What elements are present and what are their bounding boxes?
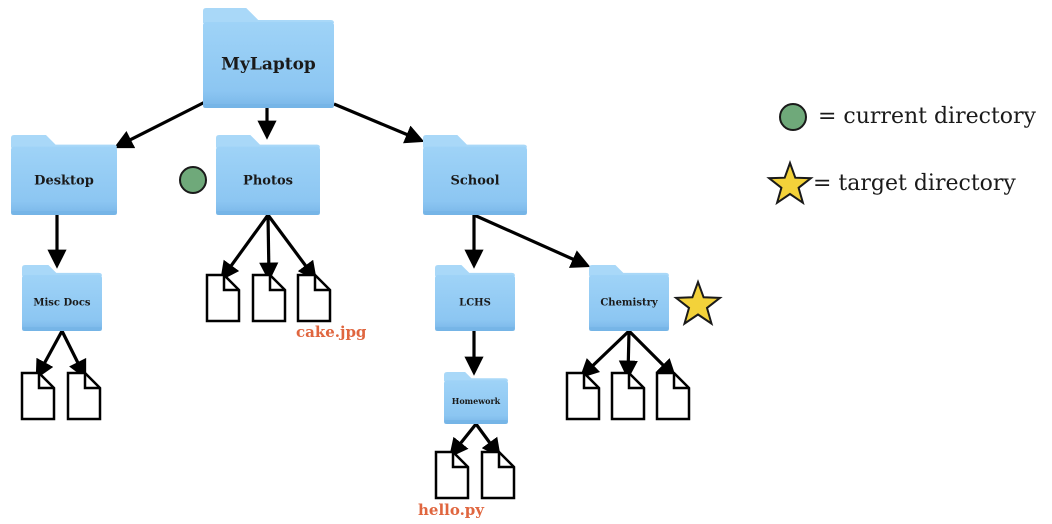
folder-homework[interactable]: Homework [444,372,508,424]
yellow-star-icon [766,160,814,206]
file-icon [251,273,287,323]
arrow-chemistry-to-file [579,329,631,379]
arrow-homework-to-file [449,423,478,458]
file-chemistry-file-1[interactable] [565,371,601,421]
file-fold [37,373,54,390]
legend-item-target: = target directory [766,160,1016,206]
arrow-photos-to-file [259,214,279,282]
folder-label: Desktop [34,173,94,188]
file-fold [672,373,689,390]
target-directory-star-icon [673,279,723,326]
file-fold [222,275,239,292]
file-fold [83,373,100,390]
file-fold [497,452,514,469]
file-chemistry-file-2[interactable] [610,371,646,421]
file-icon [20,371,56,421]
markers-layer [179,166,723,326]
folder-label: Misc Docs [33,297,90,308]
legend-text: = target directory [813,171,1016,196]
file-label: hello.py [418,501,485,519]
folder-desktop[interactable]: Desktop [11,135,117,215]
arrow-chemistry-to-file [627,329,677,379]
folder-label: MyLaptop [221,55,316,75]
folder-label: Photos [243,173,293,188]
folder-chemistry[interactable]: Chemistry [589,265,669,331]
file-homework-file-2[interactable] [480,450,516,500]
file-chemistry-file-3[interactable] [655,371,691,421]
arrow-school-to-chemistry [473,213,591,268]
file-hello-py[interactable]: hello.py [418,450,485,519]
arrow-homework-to-file [474,423,501,458]
folder-label: LCHS [459,297,491,308]
folder-icon [435,265,515,331]
file-photos-file-2[interactable] [251,273,287,323]
file-fold [451,452,468,469]
file-cake-jpg[interactable]: cake.jpg [296,273,367,341]
file-icon [480,450,516,500]
file-icon [205,273,241,323]
file-icon [610,371,646,421]
folder-lchs[interactable]: LCHS [435,265,515,331]
folder-label: Homework [452,396,501,406]
arrow-mylaptop-to-desktop [113,100,206,149]
file-fold [268,275,285,292]
folder-photos[interactable]: Photos [216,135,320,215]
folder-school[interactable]: School [423,135,527,215]
folder-miscdocs[interactable]: Misc Docs [22,265,102,331]
folder-icon [11,135,117,215]
folder-label: School [450,173,499,188]
file-label: cake.jpg [296,323,367,341]
arrow-mylaptop-to-school [333,102,425,144]
folder-icon [444,372,508,424]
folder-icon [216,135,320,215]
green-circle-icon [779,103,807,131]
folder-icon [423,135,527,215]
file-miscdocs-file-2[interactable] [66,371,102,421]
arrow-miscdocs-to-file [60,330,87,380]
folder-icon [589,265,669,331]
arrow-miscdocs-to-file [35,330,64,380]
legend: = current directory = target directory [766,103,1037,206]
folder-mylaptop[interactable]: MyLaptop [203,8,334,108]
folder-icon [22,265,102,331]
file-icon [66,371,102,421]
edges-layer [35,100,677,458]
arrow-chemistry-to-file [618,330,638,380]
folder-icon [203,8,334,108]
legend-item-current: = current directory [779,103,1037,131]
folder-label: Chemistry [600,297,658,308]
file-fold [313,275,330,292]
file-icon [655,371,691,421]
file-icon [565,371,601,421]
file-miscdocs-file-1[interactable] [20,371,56,421]
file-fold [627,373,644,390]
files-layer: cake.jpg hello.py [20,273,691,519]
current-directory-marker-icon [179,166,207,194]
arrow-photos-to-file [266,214,317,281]
file-icon [434,450,470,500]
arrow-photos-to-file [220,214,270,281]
file-fold [582,373,599,390]
legend-text: = current directory [818,104,1037,129]
file-photos-file-1[interactable] [205,273,241,323]
file-icon [296,273,332,323]
